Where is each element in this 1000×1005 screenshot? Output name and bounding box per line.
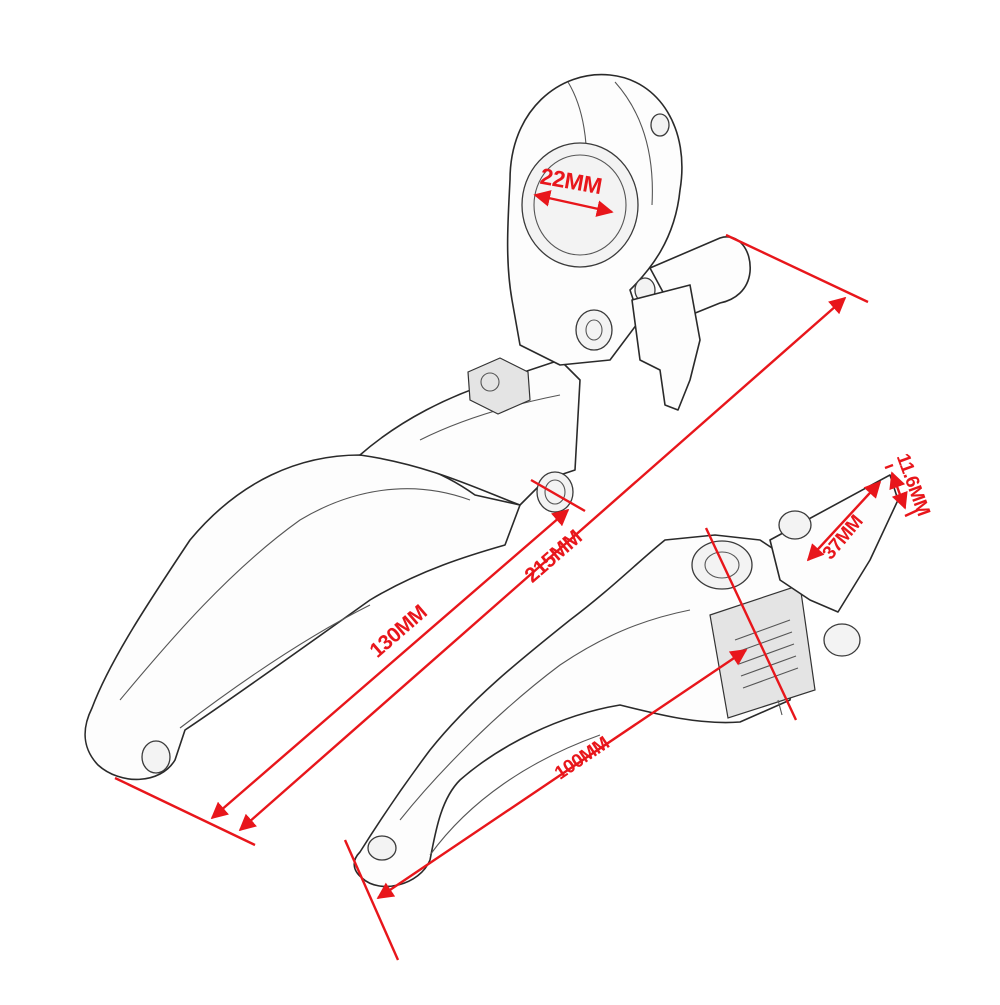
cable-bracket <box>631 284 701 411</box>
clutch-pivot-bolt <box>536 471 574 513</box>
dim-line-22mm <box>533 190 614 217</box>
clutch-lever-end-hole <box>141 740 171 774</box>
spring-nut <box>823 623 861 657</box>
adjuster-bolt <box>778 510 812 540</box>
dim-line-37mm <box>806 480 882 562</box>
brake-lever-end-hole <box>367 835 397 861</box>
dim-line-11-6mm <box>889 471 908 510</box>
brake-pivot-bolt <box>691 540 753 590</box>
clamp-bolt <box>575 309 613 351</box>
dim-line-100mm <box>376 649 748 899</box>
dimension-lines <box>114 190 919 961</box>
